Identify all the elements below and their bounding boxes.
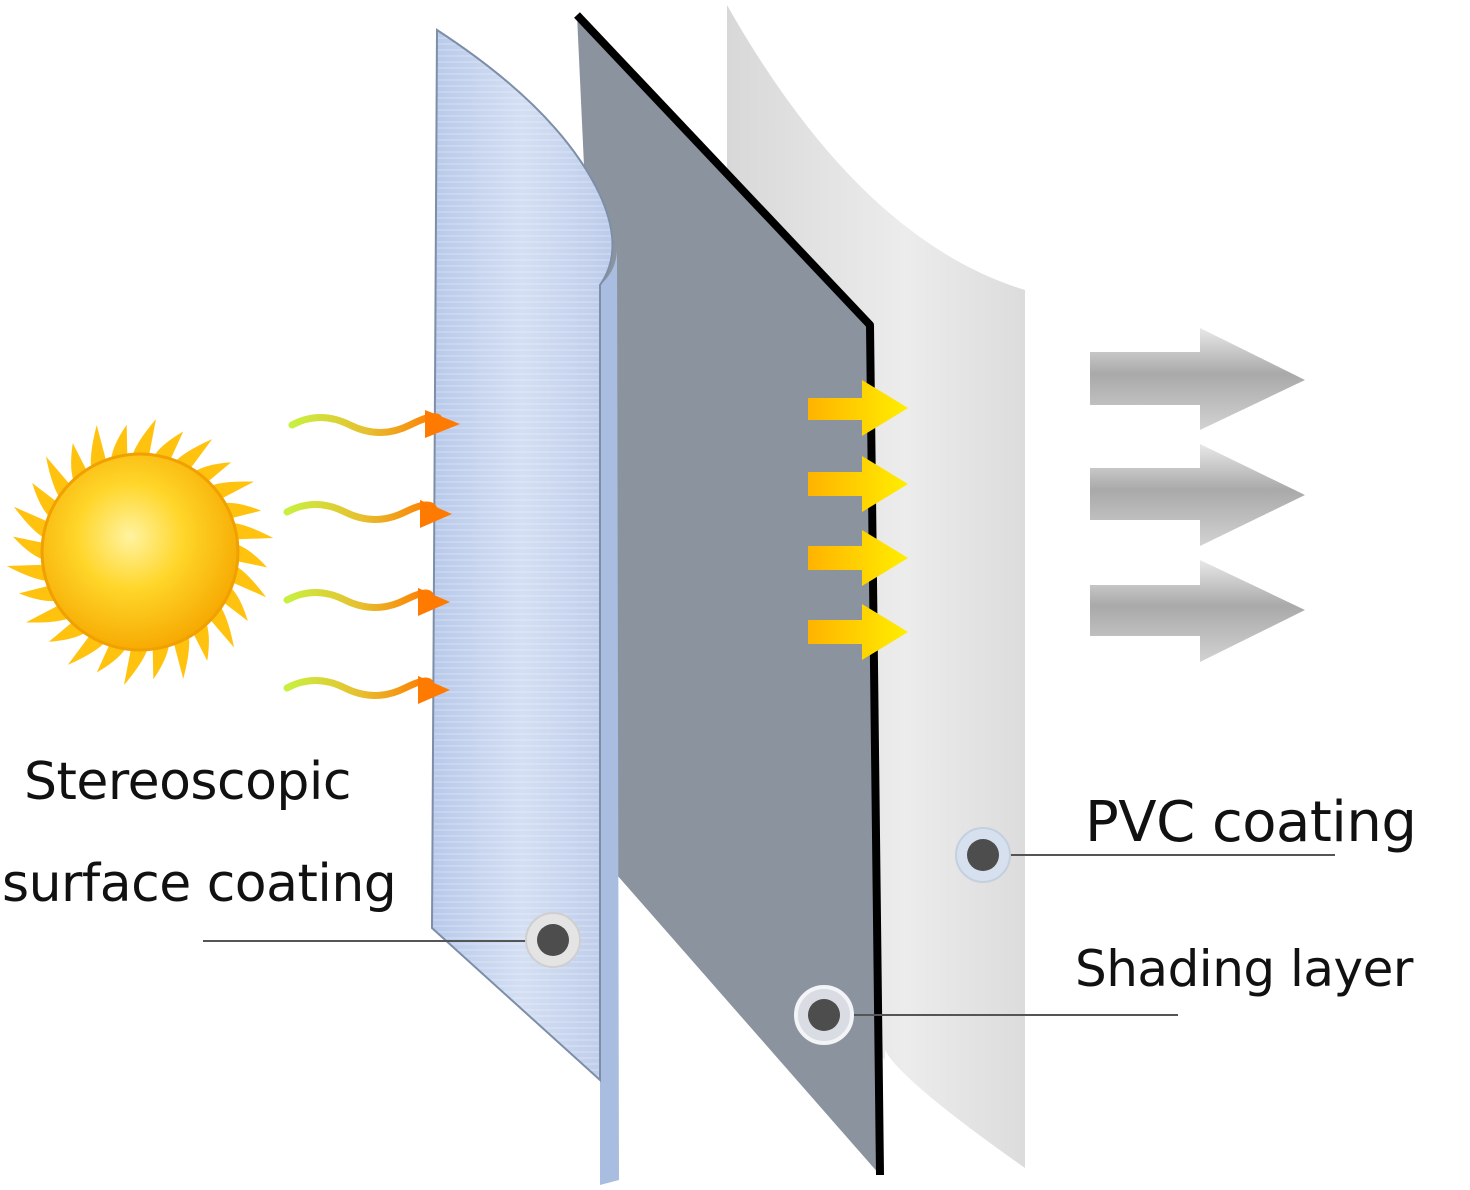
sun-icon — [6, 418, 274, 686]
leader-pvc — [955, 827, 1335, 883]
shading-layer — [574, 12, 884, 1176]
gray-arrow-icon — [1090, 328, 1305, 430]
wavy-arrow-icon — [283, 588, 450, 616]
yellow-arrow-icon — [808, 604, 908, 660]
sun-ray — [13, 506, 51, 540]
sun-ray — [6, 564, 51, 582]
coating-layer — [430, 28, 619, 1185]
sun-ray — [131, 418, 157, 459]
wavy-arrow-icon — [283, 676, 450, 704]
wavy-arrow-icon — [288, 410, 460, 438]
pvc-coating-label: PVC coating — [1085, 790, 1417, 855]
shading-layer-label: Shading layer — [1075, 940, 1413, 998]
wavy-arrow-icon — [283, 500, 452, 528]
reflected-heat-arrows — [808, 380, 908, 660]
yellow-arrow-icon — [808, 456, 908, 512]
outgoing-arrows — [1090, 328, 1305, 662]
sun-ray — [233, 543, 268, 568]
sun-ray — [12, 536, 47, 561]
yellow-arrow-icon — [808, 380, 908, 436]
sun-ray — [152, 641, 170, 680]
stereoscopic-label-line1: Stereoscopic — [24, 752, 351, 812]
gray-arrow-icon — [1090, 444, 1305, 546]
sun-ray — [229, 522, 274, 540]
yellow-arrow-icon — [808, 530, 908, 586]
sun-core — [40, 452, 240, 652]
sun-ray — [229, 564, 267, 598]
stereoscopic-label-line2: surface coating — [2, 854, 397, 914]
sun-ray — [123, 645, 149, 686]
sun-ray — [110, 424, 128, 463]
leader-stereoscopic — [203, 912, 581, 968]
leader-shading — [794, 985, 1178, 1045]
incoming-heat-arrows — [283, 410, 460, 704]
gray-arrow-icon — [1090, 560, 1305, 662]
